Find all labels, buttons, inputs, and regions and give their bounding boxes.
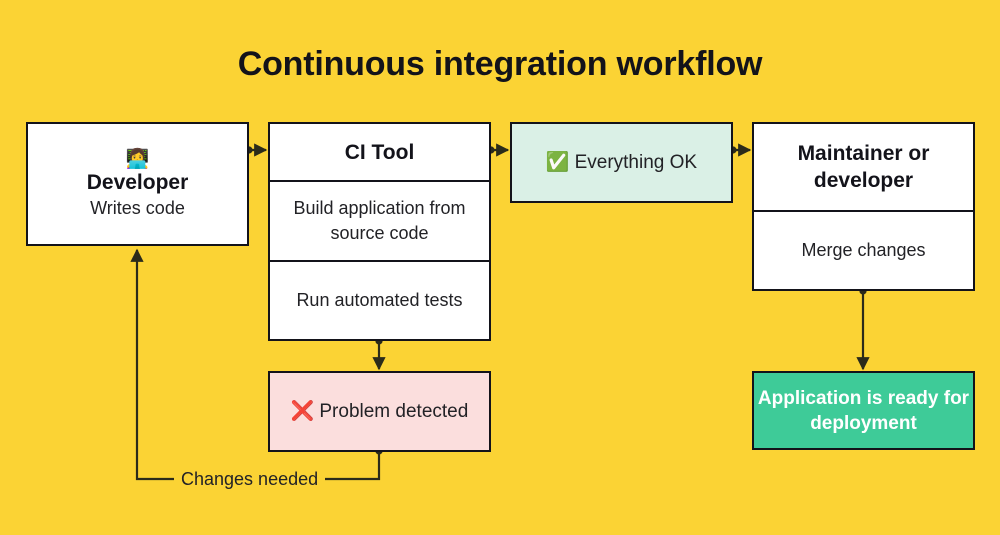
- edge-label-changes-needed: Changes needed: [174, 468, 326, 490]
- developer-subtitle: Writes code: [90, 197, 185, 218]
- page-title: Continuous integration workflow: [237, 45, 763, 83]
- deployment-label: Application is ready for deployment: [757, 387, 970, 434]
- everything-ok-label: Everything OK: [574, 151, 698, 173]
- developer-cell: 👩‍💻 Developer Writes code: [28, 124, 247, 244]
- node-deployment[interactable]: Application is ready for deployment: [752, 371, 975, 450]
- node-problem-detected[interactable]: ❌ Problem detected: [268, 371, 491, 452]
- problem-detected-label: Problem detected: [319, 400, 469, 422]
- node-maintainer[interactable]: Maintainer or developer Merge changes: [752, 122, 975, 291]
- woman-technologist-icon: 👩‍💻: [125, 148, 150, 170]
- node-ci-tool[interactable]: CI Tool Build application from source co…: [268, 122, 491, 341]
- ci-tool-step-build: Build application from source code: [270, 180, 489, 260]
- edge-ci-tool-to-problem-detected: [372, 337, 386, 371]
- ci-tool-step-test: Run automated tests: [270, 259, 489, 340]
- cross-mark-icon: ❌: [290, 400, 315, 422]
- maintainer-action: Merge changes: [754, 210, 973, 289]
- ci-tool-header: CI Tool: [344, 140, 415, 164]
- maintainer-header: Maintainer or developer: [797, 142, 930, 192]
- white-check-mark-icon: ✅: [545, 151, 570, 173]
- node-everything-ok[interactable]: ✅ Everything OK: [510, 122, 733, 203]
- edge-maintainer-to-deployment: [856, 287, 870, 371]
- developer-title: Developer: [86, 170, 189, 194]
- node-developer[interactable]: 👩‍💻 Developer Writes code: [26, 122, 249, 246]
